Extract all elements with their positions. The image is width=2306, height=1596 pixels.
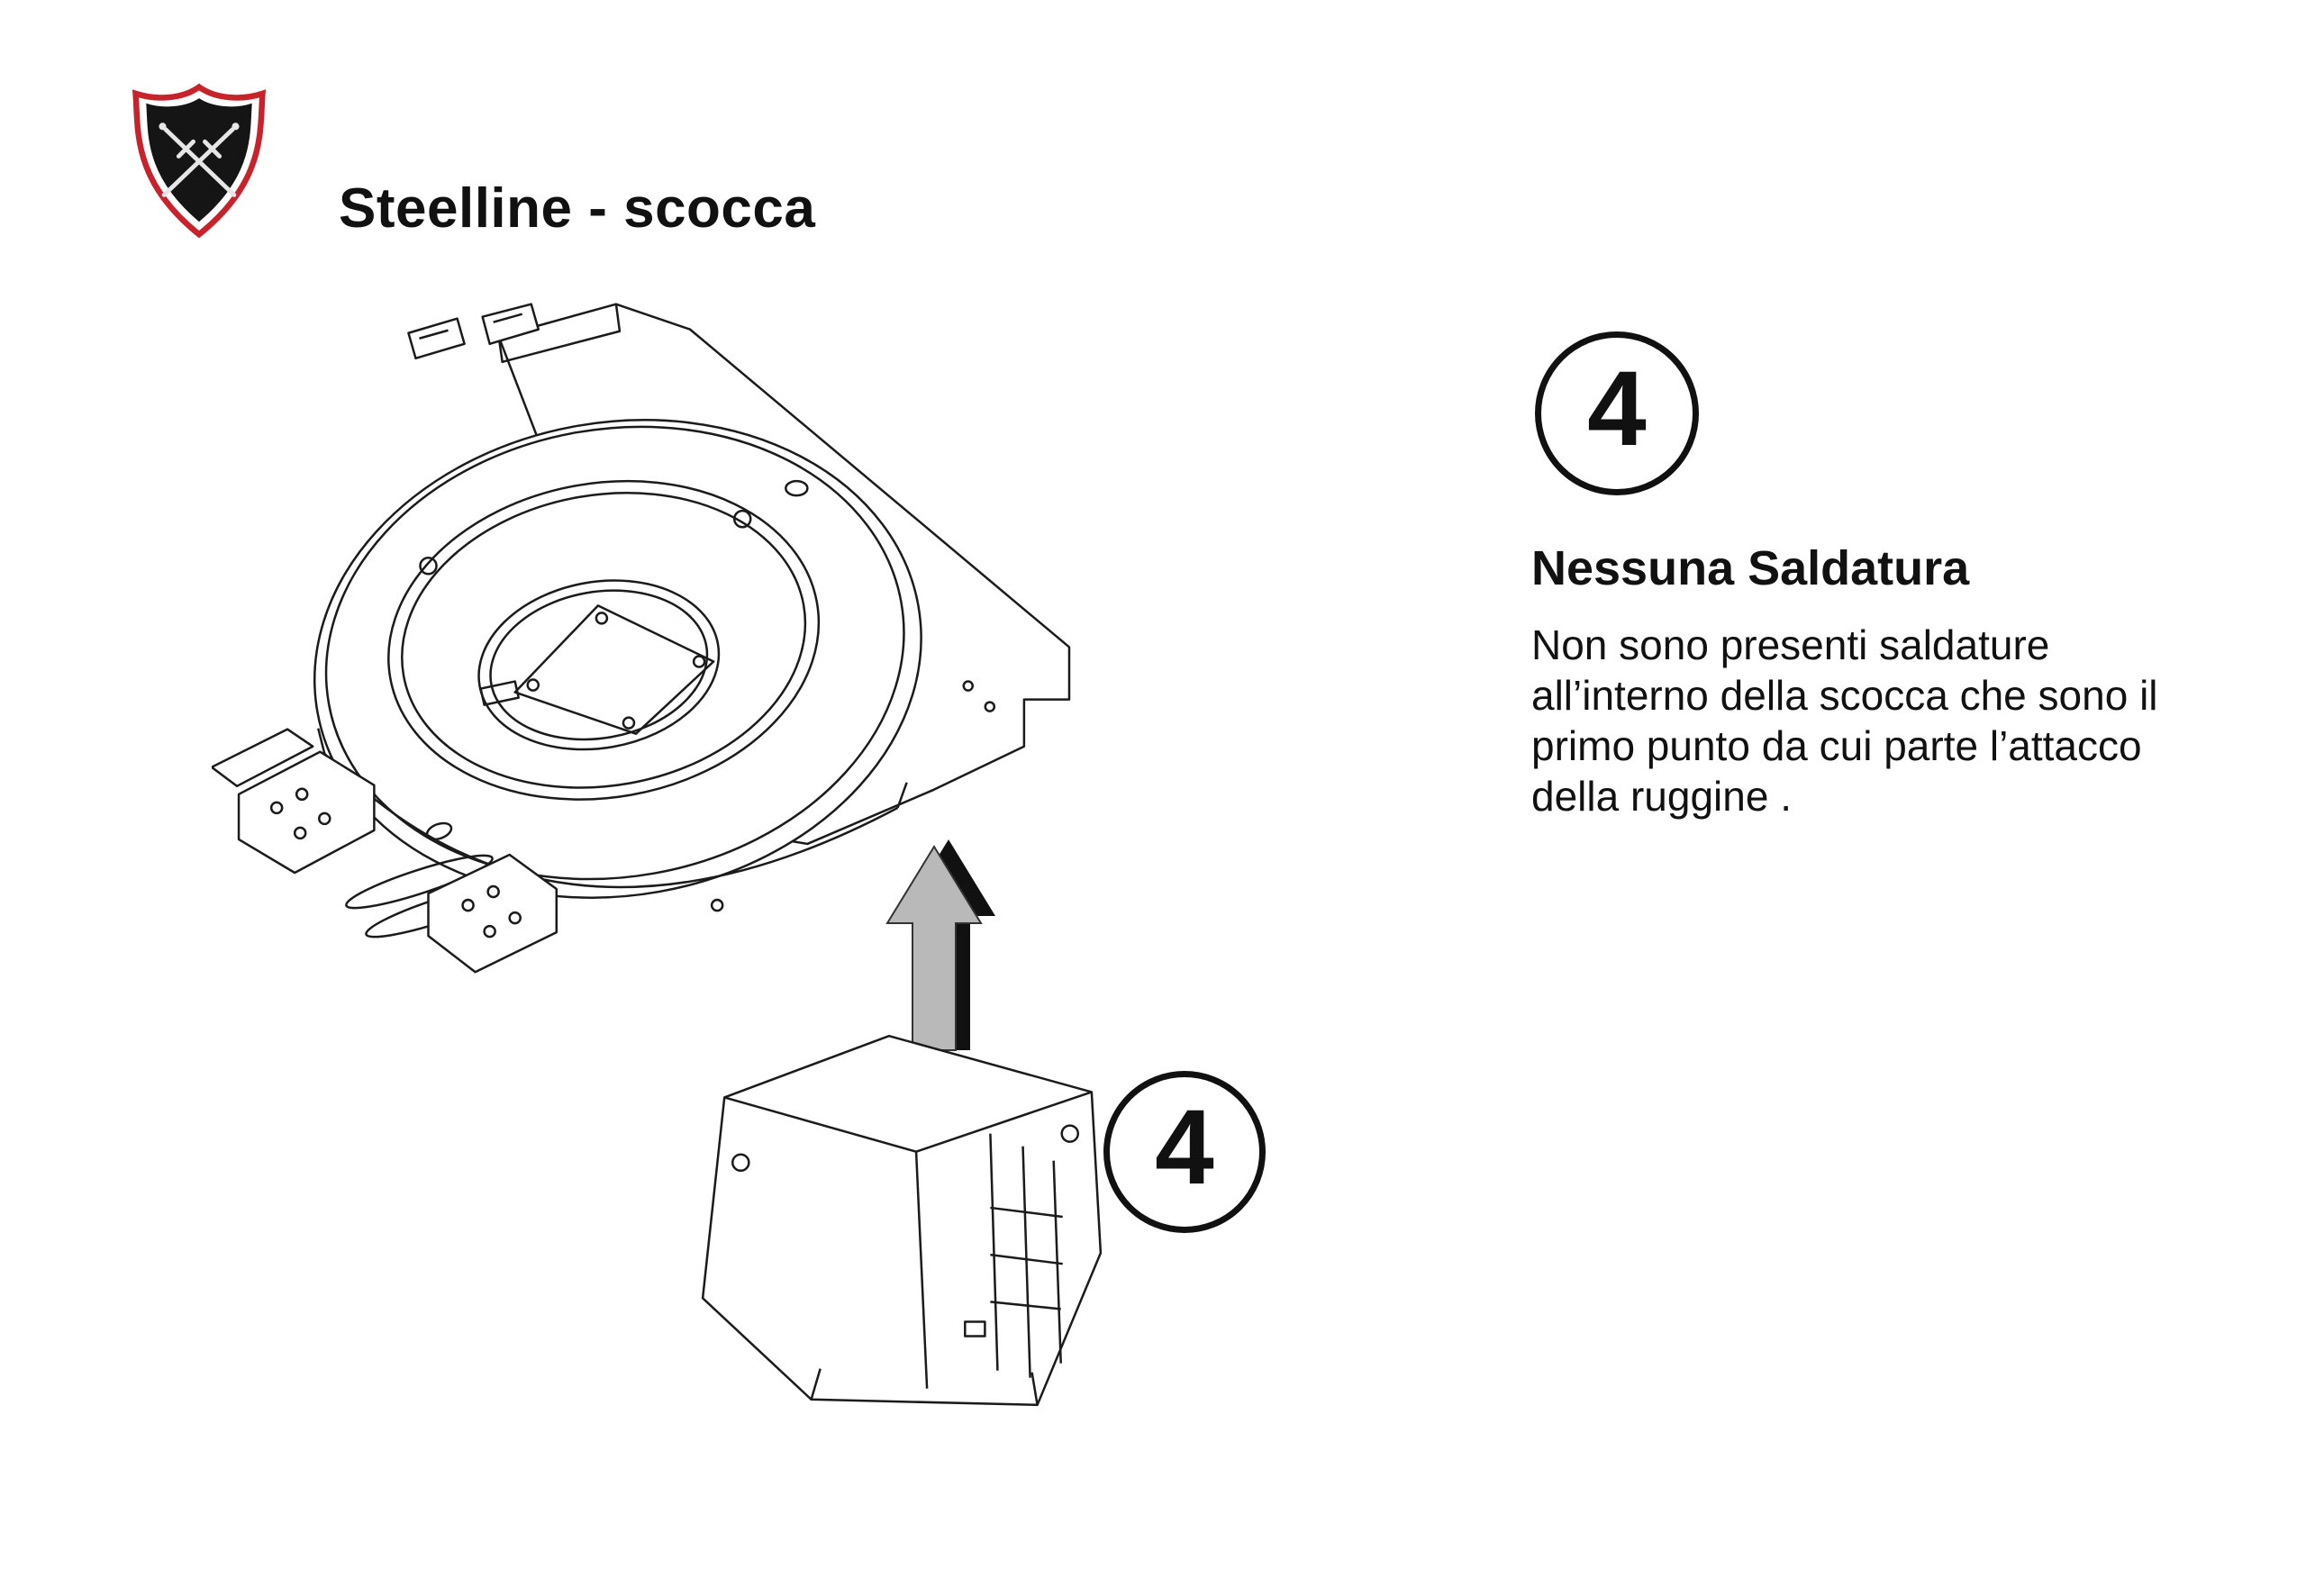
callout-body-line: Non sono presenti saldature [1531, 621, 2050, 668]
callout-heading: Nessuna Saldatura [1531, 541, 1970, 595]
callout-number-badge-part: 4 [1103, 1071, 1266, 1233]
mower-deck-illustration [212, 303, 1071, 974]
crossed-swords-shield-icon [132, 83, 267, 239]
callout-body-line: primo punto da cui parte l’attacco [1531, 722, 2142, 769]
callout-number: 4 [1587, 349, 1647, 468]
callout-number: 4 [1155, 1088, 1214, 1207]
callout-body-line: all’interno della scocca che sono il [1531, 672, 2158, 719]
rear-housing-illustration [701, 1034, 1103, 1407]
callout-number-badge-right: 4 [1535, 331, 1699, 495]
shield-logo [126, 77, 272, 243]
up-arrow-icon [885, 839, 995, 1051]
callout-body: Non sono presenti saldature all’interno … [1531, 620, 2252, 821]
page-title: Steelline - scocca [339, 177, 816, 240]
callout-body-line: della ruggine . [1531, 773, 1792, 820]
callout-panel: Nessuna Saldatura Non sono presenti sald… [1531, 540, 2252, 821]
